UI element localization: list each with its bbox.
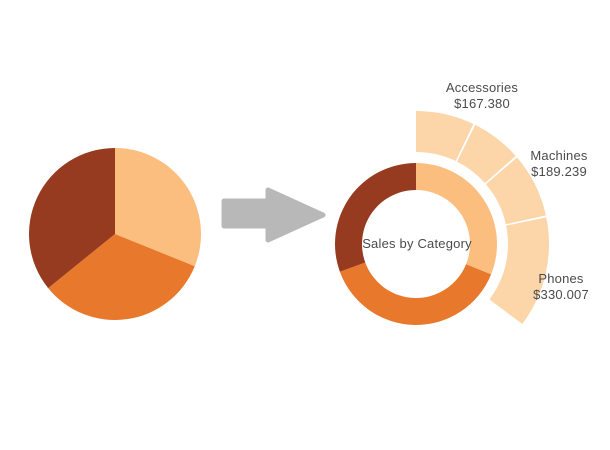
band-segment-1 [456,124,516,184]
category-name: Accessories [445,80,519,95]
callout-machines: Machines $189.239 [479,148,610,180]
category-value: $167.380 [454,96,510,111]
donut-slice-0 [416,163,497,275]
category-name: Phones [538,271,584,286]
callout-accessories: Accessories $167.380 [402,80,562,112]
donut-slice-2 [334,163,416,272]
callout-phones: Phones $330.007 [481,271,610,303]
category-value: $189.239 [531,164,587,179]
band-segment-phones [489,217,550,325]
donut-center-label: Sales by Category [362,236,472,251]
pie-slice-0 [115,148,202,267]
pie-slice-1 [48,234,195,320]
category-name: Machines [530,148,588,163]
pie-slice-2 [29,148,116,289]
donut-slice-1 [339,262,492,326]
band-segment-accessories [416,111,474,161]
block-arrow-right-icon [221,187,326,243]
band-segment-machines [485,157,546,225]
category-value: $330.007 [533,287,589,302]
